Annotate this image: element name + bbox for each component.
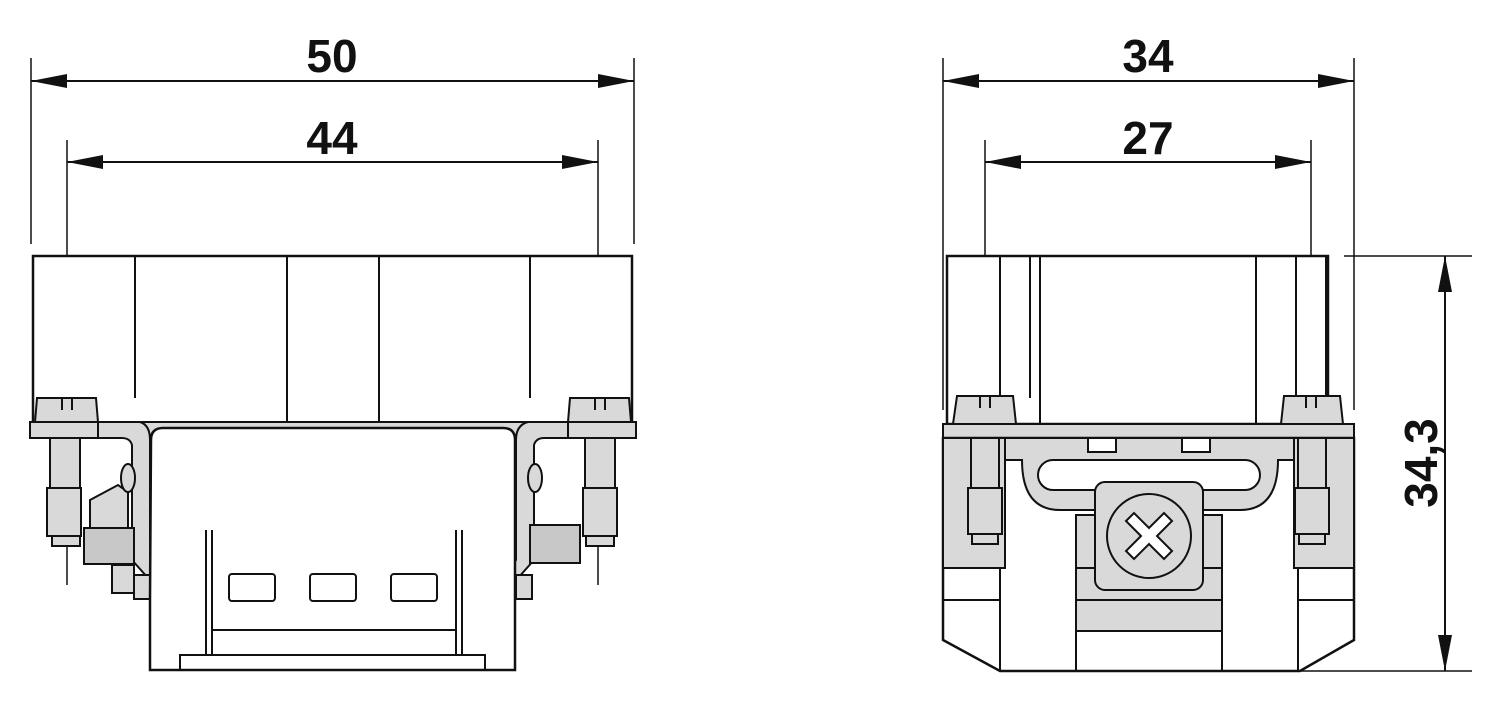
side-screw-shaft-right — [1297, 437, 1327, 489]
dim-label-front-outer: 50 — [306, 30, 357, 82]
side-tab-right — [1181, 437, 1211, 453]
dim-label-side-height: 34,3 — [1395, 418, 1447, 508]
side-screw-nut-left — [967, 487, 1003, 535]
side-screw-nut-right — [1294, 487, 1330, 535]
cross-screw-slot-icon — [1124, 511, 1174, 561]
front-screw-nut-left — [46, 487, 82, 537]
front-lock-block-right — [529, 524, 581, 564]
front-screw-nut-right — [582, 487, 618, 537]
front-screw-head-left — [33, 397, 100, 423]
dim-label-side-outer: 34 — [1122, 30, 1174, 82]
front-lower-body — [148, 426, 517, 672]
front-screw-head-right — [566, 397, 633, 423]
dim-label-front-inner: 44 — [306, 112, 358, 164]
front-view: 50 44 — [29, 30, 637, 672]
side-screw-head-left — [951, 395, 1018, 425]
front-housing-top — [31, 254, 634, 427]
front-screw-shaft-right — [584, 437, 616, 489]
front-window-2 — [309, 573, 357, 602]
side-screw-shaft-left — [970, 437, 1000, 489]
side-flange — [942, 423, 1355, 439]
front-window-1 — [228, 573, 276, 602]
side-view: 34 27 34,3 — [941, 30, 1472, 673]
front-window-3 — [390, 573, 438, 602]
side-screw-head-right — [1279, 395, 1345, 425]
side-tab-left — [1087, 437, 1117, 453]
dim-label-side-inner: 27 — [1122, 112, 1173, 164]
front-screw-shaft-left — [49, 437, 81, 489]
front-lock-block-left — [83, 527, 135, 565]
